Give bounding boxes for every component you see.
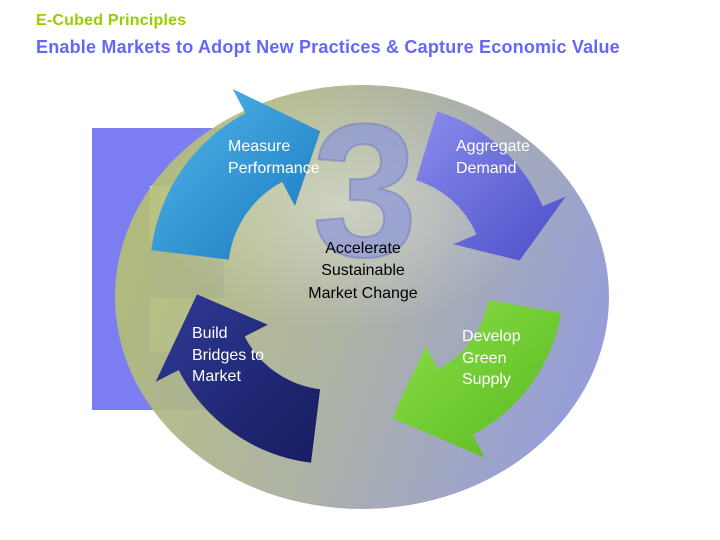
- number-3-watermark: 3: [312, 85, 418, 297]
- header: E-Cubed Principles Enable Markets to Ado…: [36, 12, 696, 58]
- arrow-aggregate-demand: [416, 111, 566, 261]
- arrow-develop-green-supply: [392, 300, 562, 458]
- center-text: Accelerate Sustainable Market Change: [308, 240, 418, 302]
- page-title: E-Cubed Principles: [36, 12, 187, 29]
- arrow-label-build-bridges-to-market: Build Bridges to Market: [192, 325, 265, 386]
- arrow-label-aggregate-demand: Aggregate Demand: [456, 138, 530, 177]
- arrow-build-bridges-to-market: [155, 294, 321, 463]
- arrow-label-measure-performance: Measure Performance: [228, 138, 320, 177]
- arrow-label-develop-green-supply: Develop Green Supply: [462, 328, 521, 389]
- cycle-arrows: [151, 89, 566, 463]
- page-subtitle: Enable Markets to Adopt New Practices & …: [36, 37, 620, 57]
- arrow-measure-performance: [151, 89, 321, 260]
